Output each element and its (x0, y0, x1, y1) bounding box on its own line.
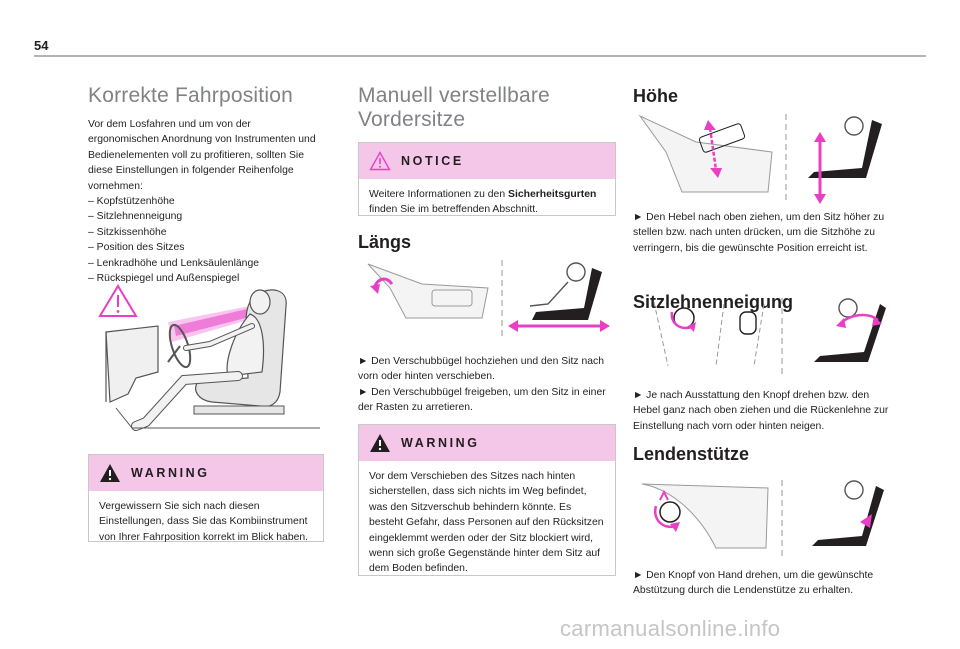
watermark: carmanualsonline.info (560, 616, 781, 641)
warning-box-col1: WARNING Vergewissern Sie sich nach diese… (88, 454, 324, 543)
column-1: Korrekte Fahrposition Vor dem Losfahren … (88, 84, 324, 286)
notice-text-start: Weitere Informationen zu den (369, 189, 509, 200)
laengs-heading-wrap: Längs (358, 232, 616, 253)
notice-box: NOTICE Weitere Informationen zu den Sich… (358, 142, 616, 216)
hoehe-instructions: ► Den Hebel nach oben ziehen, um den Sit… (633, 212, 885, 254)
warning-icon (370, 434, 390, 452)
heading-hoehe: Höhe (633, 86, 678, 106)
sitzlehne-heading-wrap: Sitzlehnenneigung (633, 292, 891, 313)
notice-icon (369, 151, 391, 171)
section-title-vordersitze-1: Manuell verstellbare (358, 84, 550, 107)
hoehe-heading-wrap: Höhe (633, 86, 891, 107)
list-item: – Rückspiegel und Außenspiegel (88, 273, 240, 285)
warning-box-col2: WARNING Vor dem Verschieben des Sitzes n… (358, 424, 616, 576)
heading-sitzlehnenneigung: Sitzlehnenneigung (633, 292, 793, 312)
seat-longitudinal-illustration (367, 260, 610, 336)
page-number: 54 (34, 38, 49, 53)
lenden-instructions: ► Den Knopf von Hand drehen, um die gewü… (633, 570, 874, 597)
section-title-vordersitze-2: Vordersitze (358, 108, 466, 131)
warning-text: Vergewissern Sie sich nach diesen Einste… (99, 501, 309, 543)
list-item: – Kopfstützenhöhe (88, 196, 175, 208)
warning-header: WARNING (89, 455, 323, 491)
notice-text-end: finden Sie im betreffenden Abschnitt. (369, 204, 539, 216)
notice-header: NOTICE (359, 143, 615, 179)
list-item: – Lenkradhöhe und Lenksäulenlänge (88, 257, 260, 269)
notice-text-bold: Sicherheitsgurten (508, 189, 597, 200)
warning-title: WARNING (131, 466, 210, 480)
sitzlehne-instructions: ► Je nach Ausstattung den Knopf drehen b… (633, 390, 889, 432)
laengs-bullet-2: ► Den Verschubbügel freigeben, um den Si… (358, 386, 606, 414)
intro-text: Vor dem Losfahren und um von der ergonom… (88, 119, 316, 192)
section-title-fahrposition: Korrekte Fahrposition (88, 84, 293, 107)
warning-text: Vor dem Verschieben des Sitzes nach hint… (369, 471, 604, 575)
heading-laengs: Längs (358, 232, 412, 252)
warning-header: WARNING (359, 425, 615, 461)
top-rule (34, 55, 926, 57)
seat-height-illustration (638, 114, 882, 204)
column-2-heading: Manuell verstellbare Vordersitze (358, 84, 616, 132)
warning-triangle-icon (98, 284, 138, 317)
laengs-bullet-1: ► Den Verschubbügel hochziehen und den S… (358, 356, 604, 383)
list-item: – Sitzkissenhöhe (88, 226, 167, 238)
laengs-instructions: ► Den Verschubbügel hochziehen und den S… (358, 354, 616, 416)
notice-title: NOTICE (401, 154, 464, 168)
backrest-tilt-illustration (653, 298, 886, 374)
list-item: – Sitzlehnenneigung (88, 211, 183, 223)
list-item: – Position des Sitzes (88, 242, 185, 254)
heading-lendenstuetze: Lendenstütze (633, 444, 750, 464)
settings-list: – Kopfstützenhöhe – Sitzlehnenneigung – … (88, 194, 324, 286)
warning-title: WARNING (401, 436, 480, 450)
notice-text: Weitere Informationen zu den Sicherheits… (359, 179, 615, 228)
lenden-heading-wrap: Lendenstütze (633, 444, 891, 465)
driver-position-illustration (98, 284, 320, 431)
lumbar-support-illustration (641, 480, 884, 558)
warning-icon (100, 464, 120, 482)
